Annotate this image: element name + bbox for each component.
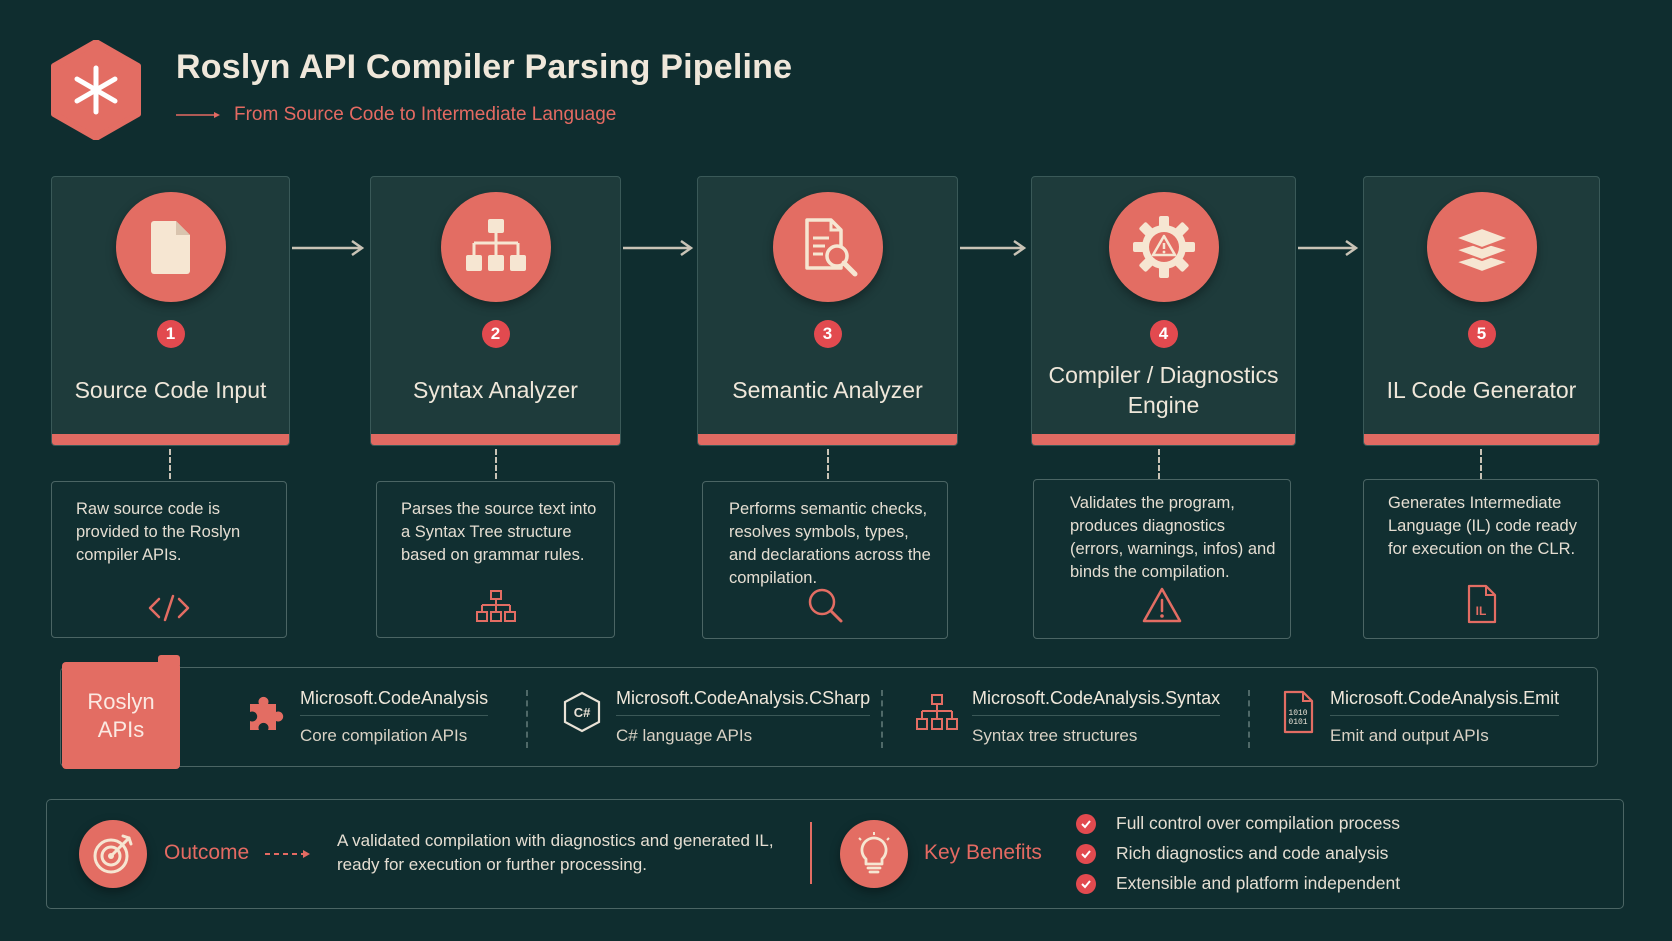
api-divider bbox=[1330, 715, 1560, 716]
arrow-right-icon bbox=[176, 112, 220, 118]
description-text: Parses the source text into a Syntax Tre… bbox=[401, 500, 597, 564]
flow-arrow-icon bbox=[623, 239, 694, 257]
hierarchy-icon bbox=[440, 192, 551, 302]
benefit-item: Full control over compilation process bbox=[1076, 813, 1400, 834]
csharp-icon: C# bbox=[563, 691, 601, 733]
step-badge: 2 bbox=[481, 320, 510, 348]
connector-line bbox=[1158, 449, 1160, 479]
connector-line bbox=[827, 449, 829, 479]
logo-hexagon-icon bbox=[51, 40, 141, 140]
api-name: Microsoft.CodeAnalysis.Emit bbox=[1330, 688, 1560, 708]
step-badge: 4 bbox=[1149, 320, 1178, 348]
description-card-5: Generates Intermediate Language (IL) cod… bbox=[1363, 479, 1599, 639]
binary-label-bottom: 0101 bbox=[1288, 718, 1307, 727]
api-name: Microsoft.CodeAnalysis.Syntax bbox=[972, 688, 1221, 708]
benefit-item: Rich diagnostics and code analysis bbox=[1076, 843, 1388, 864]
asterisk-icon bbox=[74, 65, 118, 115]
binary-label-top: 1010 bbox=[1288, 709, 1307, 718]
check-icon bbox=[1076, 843, 1096, 864]
description-text: Performs semantic checks, resolves symbo… bbox=[729, 500, 931, 587]
stage-card-semantic-analyzer: 3 Semantic Analyzer bbox=[697, 176, 958, 446]
benefit-text: Full control over compilation process bbox=[1116, 813, 1401, 833]
description-card-1: Raw source code is provided to the Rosly… bbox=[51, 481, 287, 638]
stage-title: IL Code Generator bbox=[1386, 377, 1577, 403]
api-divider bbox=[972, 715, 1221, 716]
stage-card-source-code-input: 1 Source Code Input bbox=[51, 176, 290, 446]
api-name: Microsoft.CodeAnalysis bbox=[300, 688, 489, 708]
flow-arrow-icon bbox=[1298, 239, 1359, 257]
flow-arrow-icon bbox=[960, 239, 1027, 257]
description-text: Raw source code is provided to the Rosly… bbox=[76, 500, 241, 564]
stage-card-diagnostics-engine: 4 Compiler / Diagnostics Engine bbox=[1031, 176, 1296, 446]
stage-title: Syntax Analyzer bbox=[413, 377, 578, 403]
api-separator bbox=[526, 690, 528, 748]
outcome-text: A validated compilation with diagnostics… bbox=[337, 831, 774, 874]
warning-icon bbox=[1142, 587, 1182, 623]
key-benefits-label: Key Benefits bbox=[924, 841, 1042, 864]
api-separator bbox=[881, 690, 883, 748]
description-card-4: Validates the program, produces diagnost… bbox=[1033, 479, 1291, 639]
api-divider bbox=[616, 715, 871, 716]
puzzle-icon bbox=[250, 696, 284, 730]
connector-line bbox=[1480, 449, 1482, 479]
api-description: Syntax tree structures bbox=[972, 726, 1138, 745]
stage-title: Compiler / Diagnostics Engine bbox=[1048, 362, 1279, 418]
api-separator bbox=[1248, 690, 1250, 748]
target-icon bbox=[79, 820, 147, 888]
benefit-text: Extensible and platform independent bbox=[1116, 873, 1401, 893]
page-subtitle: From Source Code to Intermediate Languag… bbox=[234, 104, 617, 125]
api-divider bbox=[300, 715, 489, 716]
benefit-text: Rich diagnostics and code analysis bbox=[1116, 843, 1389, 863]
stage-title: Semantic Analyzer bbox=[732, 377, 923, 403]
step-badge: 5 bbox=[1467, 320, 1496, 348]
dashed-arrow-icon bbox=[265, 850, 310, 858]
apis-tab-label: Roslyn APIs bbox=[62, 655, 180, 769]
api-item-csharp: C# Microsoft.CodeAnalysis.CSharp C# lang… bbox=[562, 688, 871, 746]
step-badge: 1 bbox=[156, 320, 185, 348]
outcome-panel bbox=[46, 799, 1624, 909]
hierarchy-icon bbox=[916, 694, 958, 730]
page-title: Roslyn API Compiler Parsing Pipeline bbox=[176, 48, 793, 86]
magnifier-icon bbox=[808, 588, 843, 623]
api-item-emit: 1010 0101 Microsoft.CodeAnalysis.Emit Em… bbox=[1280, 688, 1560, 746]
stage-card-il-code-generator: 5 IL Code Generator bbox=[1363, 176, 1600, 446]
connector-line bbox=[495, 449, 497, 479]
code-brackets-icon bbox=[148, 594, 190, 622]
api-description: Core compilation APIs bbox=[300, 726, 468, 745]
api-description: Emit and output APIs bbox=[1330, 726, 1489, 745]
api-name: Microsoft.CodeAnalysis.CSharp bbox=[616, 688, 871, 708]
stage-card-syntax-analyzer: 2 Syntax Analyzer bbox=[370, 176, 621, 446]
gear-warning-icon bbox=[1108, 192, 1219, 302]
document-search-icon bbox=[772, 192, 883, 302]
apis-panel bbox=[60, 667, 1598, 767]
benefit-item: Extensible and platform independent bbox=[1076, 873, 1400, 894]
check-icon bbox=[1076, 813, 1096, 834]
file-icon bbox=[115, 192, 226, 302]
layers-icon bbox=[1426, 192, 1537, 302]
il-label: IL bbox=[1476, 604, 1487, 618]
outcome-divider bbox=[810, 822, 812, 884]
description-text: Generates Intermediate Language (IL) cod… bbox=[1388, 494, 1577, 558]
check-icon bbox=[1076, 873, 1096, 894]
tree-icon bbox=[475, 590, 516, 622]
step-badge: 3 bbox=[813, 320, 842, 348]
stage-title: Source Code Input bbox=[74, 377, 267, 403]
subtitle-row: From Source Code to Intermediate Languag… bbox=[176, 104, 616, 126]
description-text: Validates the program, produces diagnost… bbox=[1070, 494, 1276, 581]
lightbulb-icon bbox=[840, 820, 908, 888]
description-card-3: Performs semantic checks, resolves symbo… bbox=[702, 481, 948, 639]
description-card-2: Parses the source text into a Syntax Tre… bbox=[376, 481, 615, 638]
connector-line bbox=[169, 449, 171, 479]
api-item-syntax: Microsoft.CodeAnalysis.Syntax Syntax tre… bbox=[916, 688, 1221, 746]
api-item-codeanalysis: Microsoft.CodeAnalysis Core compilation … bbox=[244, 688, 489, 746]
csharp-label: C# bbox=[574, 705, 591, 720]
il-file-icon: IL bbox=[1467, 584, 1497, 624]
api-description: C# language APIs bbox=[616, 726, 753, 745]
outcome-label: Outcome bbox=[164, 841, 250, 864]
flow-arrow-icon bbox=[292, 239, 365, 257]
binary-file-icon: 1010 0101 bbox=[1283, 690, 1314, 734]
